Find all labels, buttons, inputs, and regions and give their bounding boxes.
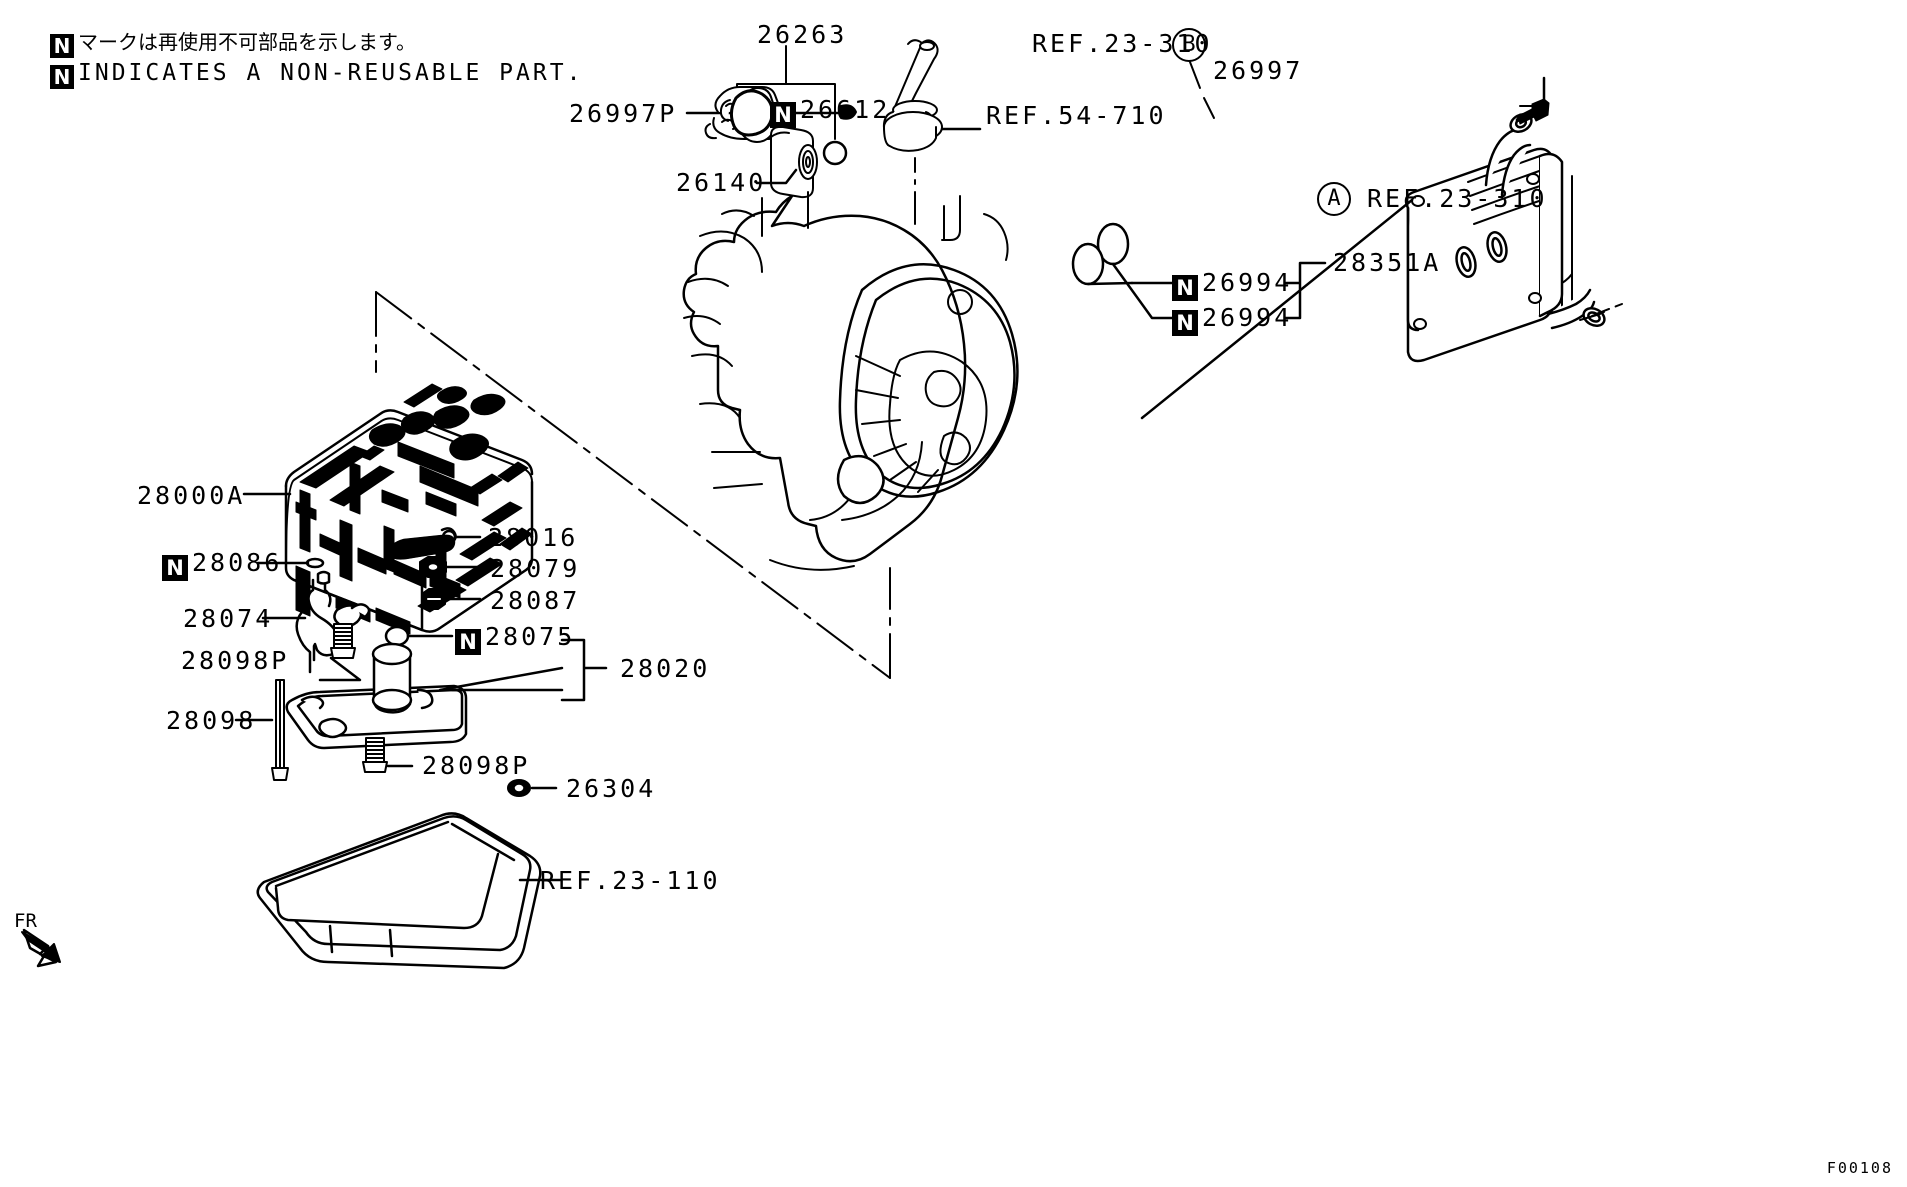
ref-circle-b-icon: B — [1172, 28, 1206, 62]
ref-circle-a-icon: A — [1317, 182, 1351, 216]
legend-text-ja: マークは再使用不可部品を示します。 — [78, 30, 416, 54]
callout-26994-lower-text: 26994 — [1202, 303, 1293, 332]
non-reusable-badge-icon-2: N — [50, 65, 74, 89]
non-reusable-badge-icon-28086: N — [162, 555, 188, 581]
callout-26612-text: 26612 — [800, 95, 891, 124]
callout-28098: 28098 — [166, 706, 257, 735]
callout-26997: 26997 — [1213, 56, 1304, 85]
callout-26994-upper-text: 26994 — [1202, 268, 1293, 297]
callout-26304: 26304 — [566, 774, 657, 803]
callout-ref-54-710: REF.54-710 — [986, 101, 1167, 130]
callout-26997P: 26997P — [569, 99, 678, 128]
callout-28087: 28087 — [490, 586, 581, 615]
non-reusable-badge-icon-26612: N — [770, 102, 796, 128]
callout-28074: 28074 — [183, 604, 274, 633]
callout-28016: 28016 — [488, 523, 579, 552]
callout-28000A: 28000A — [137, 481, 246, 510]
callout-26263: 26263 — [757, 20, 848, 49]
non-reusable-badge-icon-26994-upper: N — [1172, 275, 1198, 301]
callout-ref-23-110: REF.23-110 — [540, 866, 721, 895]
callout-28098P-upper: 28098P — [181, 646, 290, 675]
orientation-marker-fr: FR — [14, 910, 37, 932]
callout-26140: 26140 — [676, 168, 767, 197]
non-reusable-badge-icon-28075: N — [455, 629, 481, 655]
callout-28079: 28079 — [490, 554, 581, 583]
callout-28098P-lower: 28098P — [422, 751, 531, 780]
legend-text-en: INDICATES A NON-REUSABLE PART. — [78, 60, 584, 86]
callout-ref-23-310-a: REF.23-310 — [1367, 184, 1548, 213]
callout-28351A: 28351A — [1333, 248, 1442, 277]
non-reusable-badge-icon-26994-lower: N — [1172, 310, 1198, 336]
callout-28075-text: 28075 — [485, 622, 576, 651]
callout-28020: 28020 — [620, 654, 711, 683]
callout-28086-text: 28086 — [192, 548, 283, 577]
figure-id: F00108 — [1826, 1159, 1893, 1177]
non-reusable-badge-icon: N — [50, 34, 74, 58]
